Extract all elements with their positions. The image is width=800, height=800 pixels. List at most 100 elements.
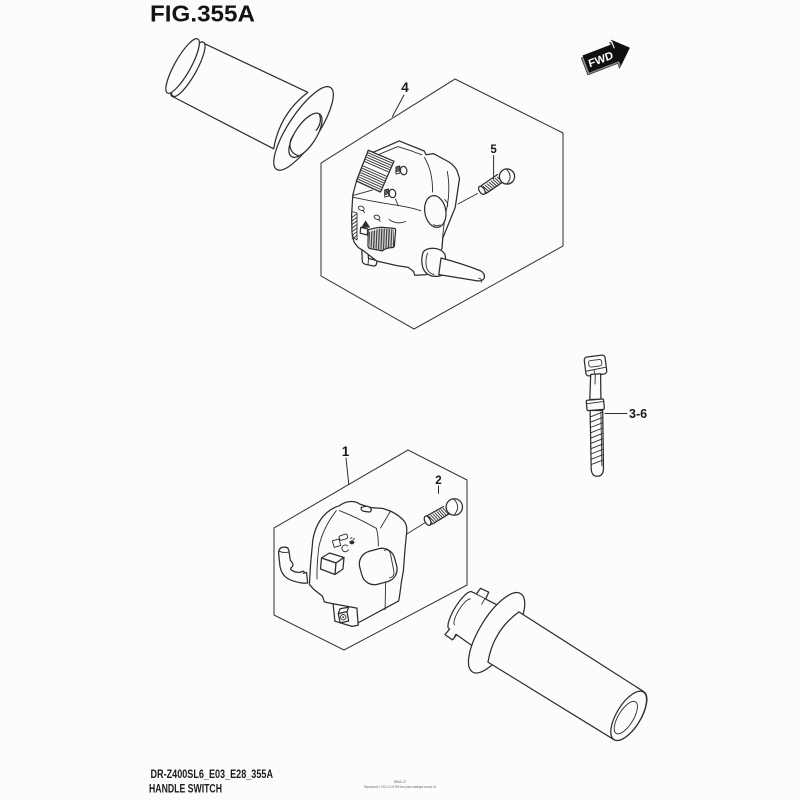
switch4-front-seam <box>424 157 433 193</box>
switch4-cable-end <box>478 277 482 283</box>
callout-2: 2 <box>435 475 442 494</box>
cable-tie-lower-band <box>589 409 605 477</box>
switch1-icon-ticks <box>350 537 355 540</box>
screw2-head <box>445 498 464 516</box>
switch4-clamp-accent-top <box>444 199 449 207</box>
fine-print-line2: Reproduced 1 2024 12:16 PM from parts ca… <box>364 785 436 789</box>
beam-low-box-hatch <box>384 189 390 196</box>
switch4-face-screw-1-tail <box>362 209 366 214</box>
switch4-left-strip-hatch <box>351 213 358 240</box>
cable-tie-head-slot <box>588 359 603 368</box>
switch4-clamp-hole <box>423 195 447 228</box>
switch1-top-seam <box>338 510 377 529</box>
beam-low-tick <box>394 198 399 207</box>
switch1-clamp-hole <box>358 547 398 586</box>
screw5-head <box>498 168 516 185</box>
switch1-clamp-inner <box>383 549 395 579</box>
switch4-beam-icon-high <box>395 165 408 176</box>
callout-1-label: 1 <box>342 444 350 459</box>
screw-5 <box>457 168 516 205</box>
callout-4-label: 4 <box>401 80 409 95</box>
callout-3-6-label: 3-6 <box>629 407 647 421</box>
handle-switch-4 <box>350 140 486 283</box>
screw-2 <box>406 498 464 535</box>
beam-high-lamp-icon <box>399 165 408 176</box>
throttle-grip <box>444 587 648 742</box>
throttle-grip-cap <box>610 690 648 742</box>
fwd-arrow-notch <box>610 40 615 49</box>
beam-high-box-hatch <box>395 166 401 173</box>
screw2-tip <box>423 515 432 526</box>
switch4-left-strip <box>351 211 358 241</box>
switch4-clamp-accent-bottom <box>432 224 441 227</box>
switch1-icon-slider <box>338 533 349 541</box>
kill-button-side-face <box>334 556 345 576</box>
switch4-turnsignal-hatch <box>357 152 393 190</box>
switch4-shoulder-seam <box>352 189 373 196</box>
cable-tie-serrations <box>589 411 604 466</box>
left-grip-accent-top <box>315 113 322 132</box>
handle-switch-1 <box>277 500 408 628</box>
switch1-icon-glyph <box>349 540 355 545</box>
switch4-crease-main <box>352 196 422 212</box>
fwd-arrow: FWD <box>580 39 630 76</box>
switch1-icon-row <box>331 533 355 553</box>
beam-low-lamp-icon <box>388 188 397 199</box>
switch4-bottom-tab <box>361 249 378 267</box>
throttle-tube-inner <box>453 598 471 626</box>
callout-5-label: 5 <box>490 144 497 156</box>
callout-2-label: 2 <box>435 475 441 487</box>
switch1-top-slot <box>360 505 372 513</box>
switch4-crease-smile <box>388 219 406 224</box>
switch4-face-screw-2-tail <box>378 218 381 222</box>
switch1-divider-upper <box>375 527 379 547</box>
switch1-connector-ring <box>340 614 347 621</box>
switch1-icon-circle <box>341 544 349 553</box>
switch4-horn-hatch <box>369 228 395 251</box>
callout-1-leader <box>345 457 350 485</box>
switch4-bottom-tab-line <box>367 258 369 266</box>
fine-print-line1: 355A-27 <box>394 780 407 784</box>
switch4-face-screw-2 <box>373 214 381 220</box>
switch1-lever-tip <box>279 550 290 553</box>
cable-tie-head-group <box>583 354 608 377</box>
screw2-assembly-line <box>406 522 425 535</box>
switch1-connector <box>332 603 359 628</box>
footer-name: HANDLE SWITCH <box>149 784 222 796</box>
left-grip <box>165 38 334 171</box>
callout-4: 4 <box>392 80 409 117</box>
switch4-cable-boss-inner <box>425 252 435 275</box>
switch4-beam-icon-low <box>384 188 399 207</box>
cable-tie-buckle <box>585 398 605 412</box>
cable-tie-head-lip <box>586 366 606 374</box>
left-grip-accent-bottom <box>289 134 300 157</box>
throttle-grip-cap-inner <box>613 700 638 735</box>
callout-1: 1 <box>342 444 350 485</box>
switch1-icon-square <box>331 538 342 548</box>
switch4-slot <box>359 226 369 236</box>
screw2-head-arc <box>453 498 459 516</box>
switch1-body <box>308 500 408 624</box>
switch4-top-seam <box>374 146 423 157</box>
screw5-tip <box>477 185 486 196</box>
cable-tie <box>583 354 608 477</box>
throttle-tube <box>444 587 504 650</box>
switch1-lever <box>277 546 309 584</box>
figure-title: FIG.355A <box>150 1 255 27</box>
cable-tie-buckle-line <box>586 401 604 405</box>
left-grip-end-face <box>165 38 200 94</box>
cable-tie-buckle-group <box>585 398 605 412</box>
assembly-box-4 <box>320 78 564 330</box>
switch1-shoulder-seam <box>380 511 391 529</box>
throttle-tube-lines <box>452 593 486 640</box>
switch4-face-screw-1 <box>357 205 365 211</box>
screw5-head-arc <box>506 168 511 185</box>
switch4-cable <box>438 257 486 282</box>
callout-5: 5 <box>490 144 497 180</box>
cable-tie-head <box>583 354 608 377</box>
switch1-left-crease <box>316 510 337 580</box>
footer-code: DR-Z400SL6_E03_E28_355A <box>151 769 274 781</box>
callout-3-6: 3-6 <box>604 407 647 421</box>
callout-4-leader <box>392 94 405 117</box>
